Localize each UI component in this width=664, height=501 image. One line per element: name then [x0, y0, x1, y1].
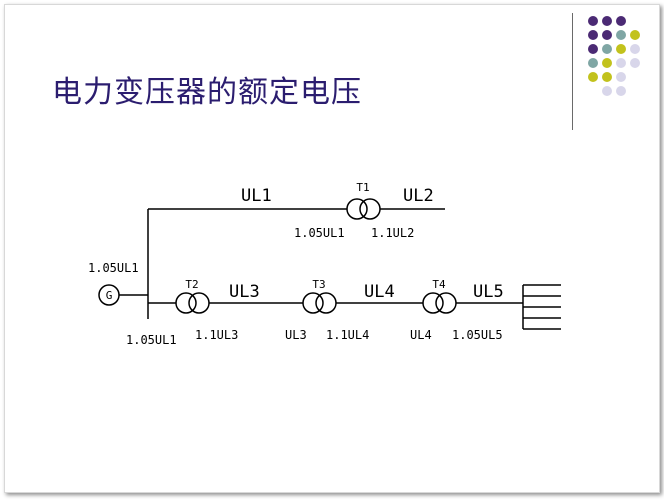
decor-dot: [616, 58, 626, 68]
decor-dot: [588, 30, 598, 40]
decor-dot: [616, 30, 626, 40]
decor-dot: [602, 86, 612, 96]
decor-dot: [630, 44, 640, 54]
decor-dot: [602, 58, 612, 68]
decor-dot: [616, 16, 626, 26]
label-ul4: UL4: [364, 282, 395, 302]
decor-dot: [588, 72, 598, 82]
t2-name: T2: [185, 278, 198, 291]
generator-voltage-top: 1.05UL1: [88, 261, 139, 275]
decor-dot: [602, 16, 612, 26]
t4-primary-voltage: UL4: [410, 328, 432, 342]
slide-title: 电力变压器的额定电压: [52, 75, 362, 110]
label-ul2: UL2: [403, 186, 434, 206]
transformer-t3: [302, 292, 337, 314]
t1-secondary-voltage: 1.1UL2: [371, 226, 414, 240]
decor-dot: [588, 16, 598, 26]
decor-dot: [616, 86, 626, 96]
decor-dot: [616, 44, 626, 54]
t4-name: T4: [432, 278, 446, 291]
t3-primary-voltage: UL3: [285, 328, 307, 342]
decor-dot: [588, 58, 598, 68]
decor-dot: [630, 58, 640, 68]
decor-dot: [602, 30, 612, 40]
t3-name: T3: [312, 278, 325, 291]
decor-divider: [572, 13, 573, 130]
slide: 电力变压器的额定电压: [4, 4, 660, 493]
transformer-t2: [175, 292, 210, 314]
label-ul5: UL5: [473, 282, 504, 302]
t3-secondary-voltage: 1.1UL4: [326, 328, 369, 342]
label-ul3: UL3: [229, 282, 260, 302]
transformer-t4: [422, 292, 457, 314]
transformer-t1: [346, 198, 381, 220]
power-system-diagram: G T1 UL1 UL2 1.05UL1 1.1UL2 1.05UL1 T2 T…: [88, 181, 561, 347]
decor-dot: [602, 72, 612, 82]
load-feeders: [523, 284, 561, 330]
t2-secondary-voltage: 1.1UL3: [195, 328, 238, 342]
generator-label: G: [106, 289, 113, 302]
t1-primary-voltage: 1.05UL1: [294, 226, 345, 240]
t4-secondary-voltage: 1.05UL5: [452, 328, 503, 342]
decor-dot: [588, 44, 598, 54]
decor-dot: [616, 72, 626, 82]
decor-dot: [602, 44, 612, 54]
t1-name: T1: [356, 181, 369, 194]
decor-dot-grid: [588, 16, 640, 96]
t2-primary-voltage: 1.05UL1: [126, 333, 177, 347]
label-ul1: UL1: [241, 186, 272, 206]
decor-dot: [630, 30, 640, 40]
